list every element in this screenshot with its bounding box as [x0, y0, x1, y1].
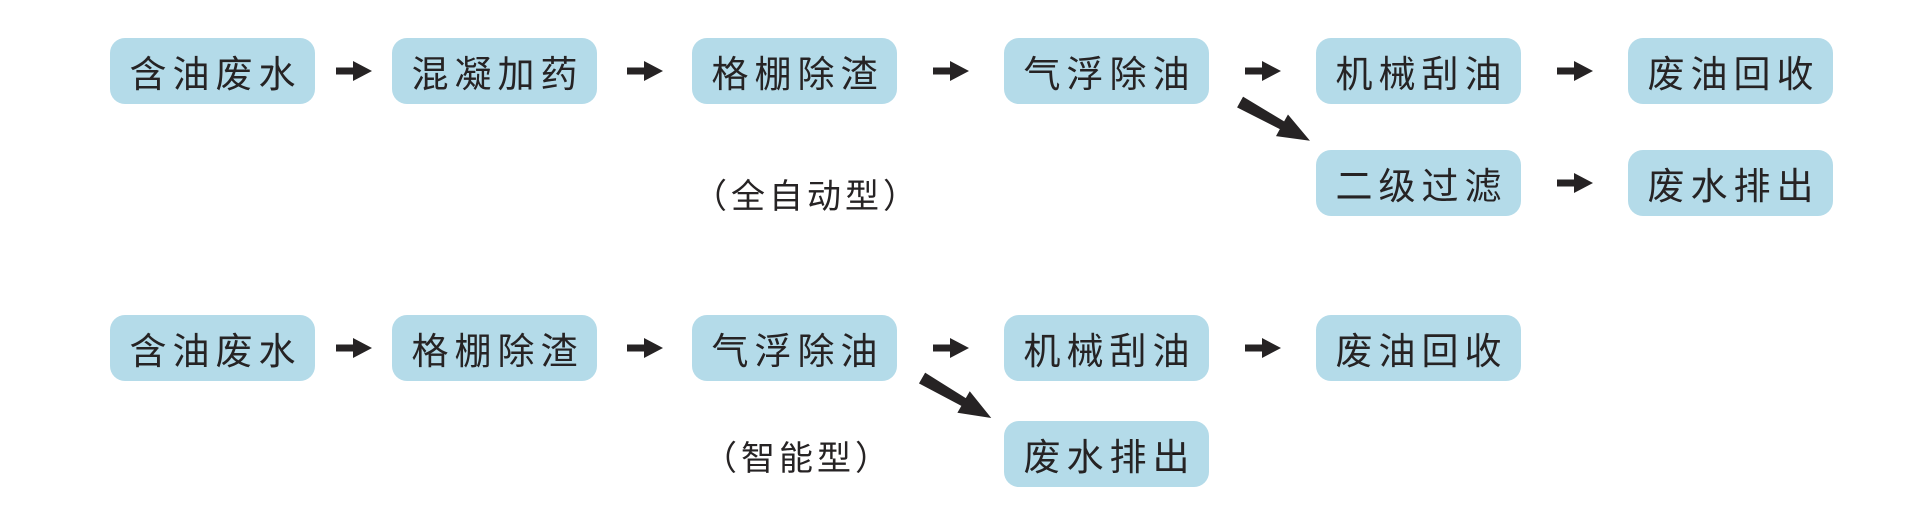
- diagonal-arrow-icon: [915, 365, 999, 431]
- diagonal-arrow-icon: [1233, 89, 1318, 154]
- flow1-type-label: （全自动型）: [693, 178, 921, 216]
- right-arrow-icon: [336, 337, 372, 359]
- flow1-step-waste-oil-recovery: 废油回收: [1628, 38, 1833, 104]
- flow1-step-coagulant-dosing: 混凝加药: [392, 38, 597, 104]
- right-arrow-icon: [627, 337, 663, 359]
- flow1-step-wastewater-discharge: 废水排出: [1628, 150, 1833, 216]
- flow1-step-mechanical-oil-scraping: 机械刮油: [1316, 38, 1521, 104]
- flow1-step-oily-wastewater: 含油废水: [110, 38, 315, 104]
- flow1-step-secondary-filtration: 二级过滤: [1316, 150, 1521, 216]
- right-arrow-icon: [1245, 60, 1281, 82]
- right-arrow-icon: [1557, 60, 1593, 82]
- right-arrow-icon: [627, 60, 663, 82]
- right-arrow-icon: [336, 60, 372, 82]
- flow1-step-air-flotation-deoiling: 气浮除油: [1004, 38, 1209, 104]
- right-arrow-icon: [1557, 172, 1593, 194]
- flow2-step-waste-oil-recovery: 废油回收: [1316, 315, 1521, 381]
- flow2-step-wastewater-discharge: 废水排出: [1004, 421, 1209, 487]
- right-arrow-icon: [933, 337, 969, 359]
- flow1-step-screen-deslagging: 格棚除渣: [692, 38, 897, 104]
- flow2-step-screen-deslagging: 格棚除渣: [392, 315, 597, 381]
- right-arrow-icon: [1245, 337, 1281, 359]
- flow2-step-oily-wastewater: 含油废水: [110, 315, 315, 381]
- flow2-type-label: （智能型）: [703, 440, 893, 478]
- flow2-step-air-flotation-deoiling: 气浮除油: [692, 315, 897, 381]
- flow2-step-mechanical-oil-scraping: 机械刮油: [1004, 315, 1209, 381]
- right-arrow-icon: [933, 60, 969, 82]
